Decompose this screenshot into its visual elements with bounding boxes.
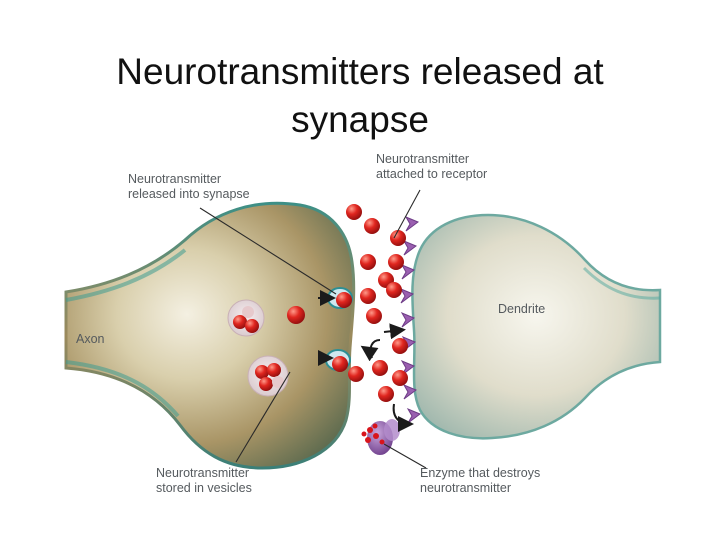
axon-terminal <box>64 201 356 470</box>
label-dendrite: Dendrite <box>498 302 546 316</box>
neurotransmitter-molecules <box>332 204 408 402</box>
label-enzyme: Enzyme that destroys neurotransmitter <box>420 466 540 496</box>
slide-title: Neurotransmitters released at synapse <box>116 51 604 140</box>
label-stored-in-vesicles: Neurotransmitter stored in vesicles <box>156 466 252 496</box>
vesicles <box>227 299 305 397</box>
flow-arrows <box>318 290 414 432</box>
label-axon: Axon <box>76 332 105 346</box>
enzyme <box>361 419 400 455</box>
label-enzyme-line-1: Enzyme that destroys <box>420 466 541 480</box>
label-released-line-1: Neurotransmitter <box>128 172 222 186</box>
label-released-line-2: released into synapse <box>128 187 250 201</box>
label-stored-line-2: stored in vesicles <box>156 481 252 495</box>
label-attached-line-1: Neurotransmitter <box>376 152 470 166</box>
pointer-lines <box>199 189 427 469</box>
label-enzyme-line-2: neurotransmitter <box>420 481 512 495</box>
label-released-into-synapse: Neurotransmitter released into synapse <box>128 172 250 202</box>
dendrite <box>411 213 662 440</box>
label-attached-line-2: attached to receptor <box>376 167 488 181</box>
label-attached-to-receptor: Neurotransmitter attached to receptor <box>376 152 487 182</box>
label-stored-line-1: Neurotransmitter <box>156 466 250 480</box>
